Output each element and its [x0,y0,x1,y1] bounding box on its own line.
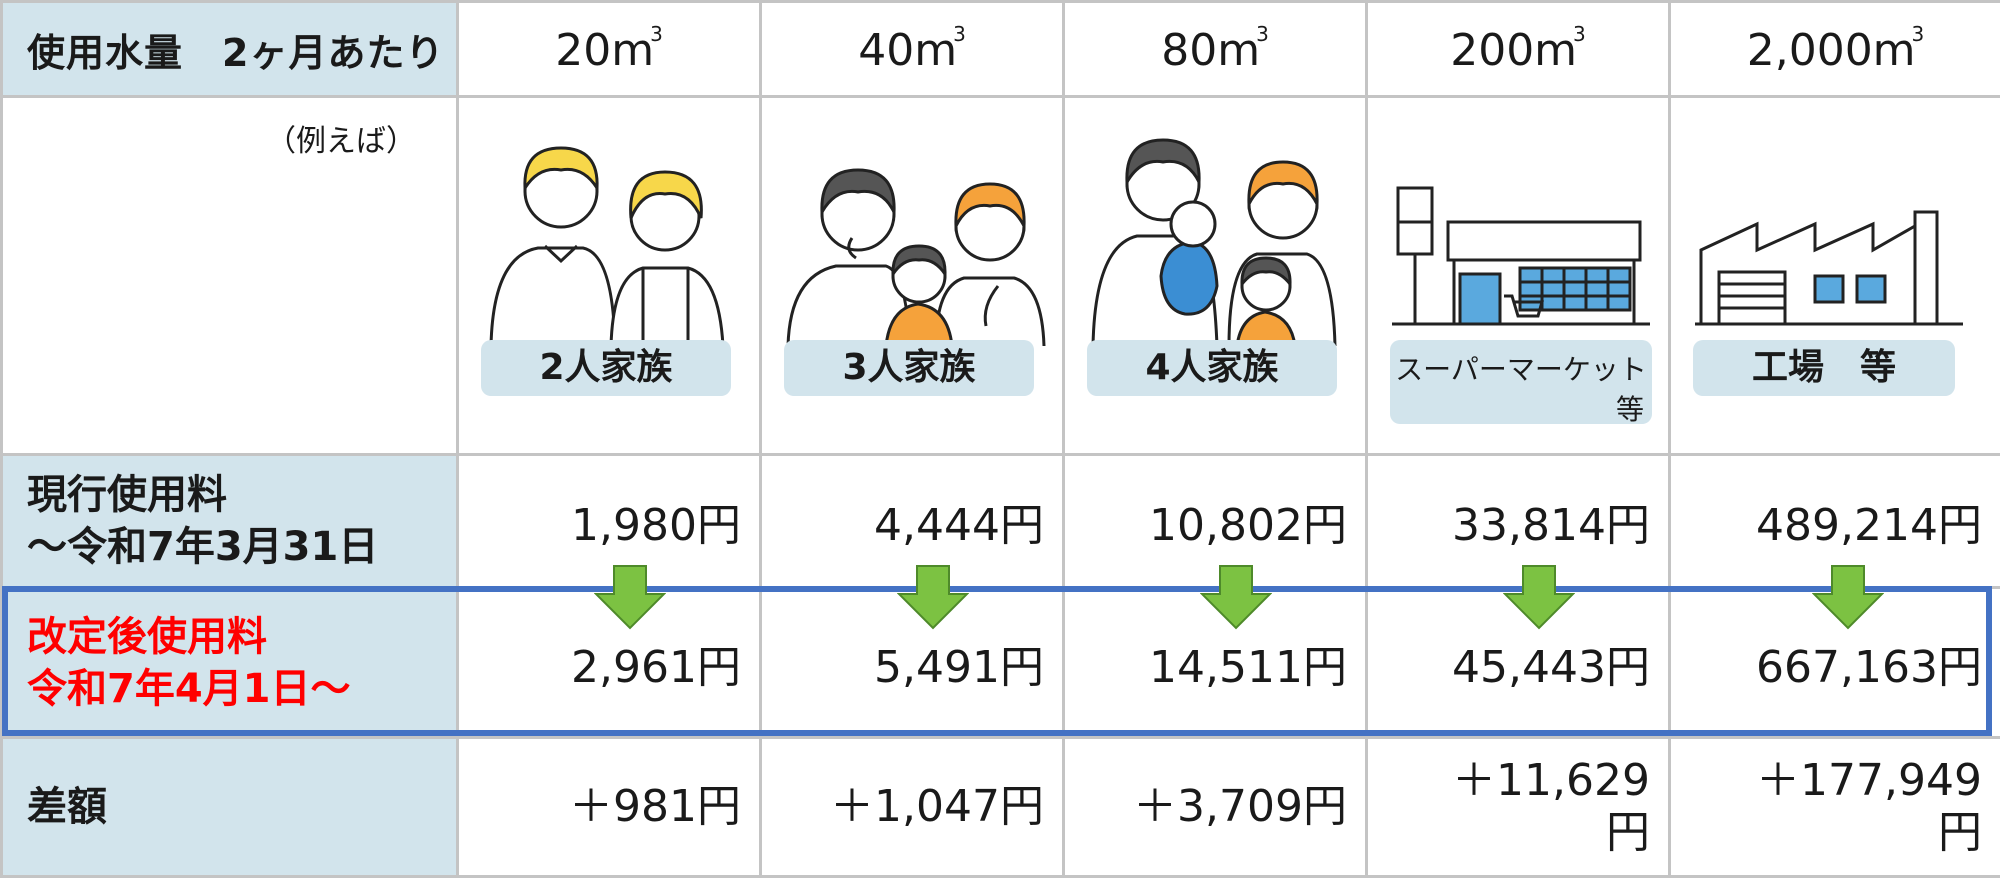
example-caption-text: 4人家族 [1145,347,1279,388]
example-row: （例えば） 2人家族 [0,95,2000,456]
volume-value: 200m [1450,25,1578,76]
header-row: 使用水量 2ヶ月あたり 20m3 40m3 80m3 200m3 2,000m3 [0,0,2000,98]
revised-fee-value: 2,961円 [456,586,762,739]
current-fee-value: 1,980円 [456,453,762,589]
revised-fee-value: 14,511円 [1062,586,1368,739]
down-arrow-icon [1200,565,1272,630]
example-caption: 4人家族 [1087,340,1337,396]
example-caption: 3人家族 [784,340,1034,396]
revised-fee-row: 改定後使用料 令和7年4月1日～ 2,961円 5,491円 14,511円 4… [0,586,2000,739]
volume-cell: 20m3 [456,0,762,98]
volume-value: 80m [1161,25,1261,76]
difference-value: ＋1,047円 [759,736,1065,878]
volume-cell: 80m3 [1062,0,1368,98]
difference-value-line2: 円 [1938,807,1982,858]
revised-fee-label-line2: 令和7年4月1日～ [27,665,351,712]
example-label: （例えば） [266,124,416,159]
difference-value-line2: 円 [1606,807,1650,858]
volume-unit-superscript: 3 [953,22,966,46]
difference-value: ＋3,709円 [1062,736,1368,878]
volume-cell: 2,000m3 [1668,0,2000,98]
volume-unit-superscript: 3 [1256,22,1269,46]
revised-fee-label: 改定後使用料 令和7年4月1日～ [0,586,459,739]
example-caption: 2人家族 [481,340,731,396]
example-caption-text: 3人家族 [842,347,976,388]
current-fee-row: 現行使用料 ～令和7年3月31日 1,980円 4,444円 10,802円 3… [0,453,2000,589]
volume-unit-superscript: 3 [1911,22,1925,46]
difference-row: 差額 ＋981円 ＋1,047円 ＋3,709円 ＋11,629 円 ＋177,… [0,736,2000,878]
example-cell-4-person: 4人家族 [1062,95,1368,456]
volume-cell: 200m3 [1365,0,1671,98]
example-cell-3-person: 3人家族 [759,95,1065,456]
down-arrow-icon [1503,565,1575,630]
difference-label: 差額 [0,736,459,878]
difference-value-line1: ＋981円 [569,781,741,832]
difference-value-line1: ＋1,047円 [830,781,1044,832]
factory-icon [1695,210,1963,326]
down-arrow-icon [897,565,969,630]
example-caption-extra: 等 [1615,393,1644,426]
supermarket-icon [1392,186,1650,326]
difference-value-line1: ＋11,629 [1452,755,1650,806]
example-caption: スーパーマーケット 等 [1390,340,1652,426]
difference-value: ＋981円 [456,736,762,878]
example-caption-text: 工場 等 [1751,347,1896,388]
difference-value: ＋11,629 円 [1365,736,1671,878]
revised-fee-value: 5,491円 [759,586,1065,739]
example-label-cell: （例えば） [0,95,459,456]
usage-volume-label: 使用水量 2ヶ月あたり [0,0,459,98]
volume-value: 2,000m [1746,25,1916,76]
difference-value-line1: ＋3,709円 [1133,781,1347,832]
example-caption-text: スーパーマーケット [1395,353,1647,386]
example-cell-supermarket: スーパーマーケット 等 [1365,95,1671,456]
current-fee-label-line1: 現行使用料 [27,472,227,518]
example-caption-text: 2人家族 [539,347,673,388]
volume-value: 40m [858,25,958,76]
current-fee-label-line2: ～令和7年3月31日 [27,524,379,570]
three-person-family-icon [786,168,1046,346]
four-person-family-icon [1091,138,1337,346]
volume-unit-superscript: 3 [650,22,663,46]
down-arrow-icon [1812,565,1884,630]
revised-fee-label-line1: 改定後使用料 [27,613,267,660]
difference-value: ＋177,949 円 [1668,736,2000,878]
difference-value-line1: ＋177,949 [1756,755,1982,806]
example-cell-factory: 工場 等 [1668,95,2000,456]
example-cell-2-person: 2人家族 [456,95,762,456]
down-arrow-icon [594,565,666,630]
volume-cell: 40m3 [759,0,1065,98]
current-fee-value: 4,444円 [759,453,1065,589]
current-fee-value: 33,814円 [1365,453,1671,589]
two-person-family-icon [489,146,725,346]
volume-value: 20m [555,25,655,76]
current-fee-label: 現行使用料 ～令和7年3月31日 [0,453,459,589]
example-caption: 工場 等 [1693,340,1955,396]
volume-unit-superscript: 3 [1573,22,1586,46]
